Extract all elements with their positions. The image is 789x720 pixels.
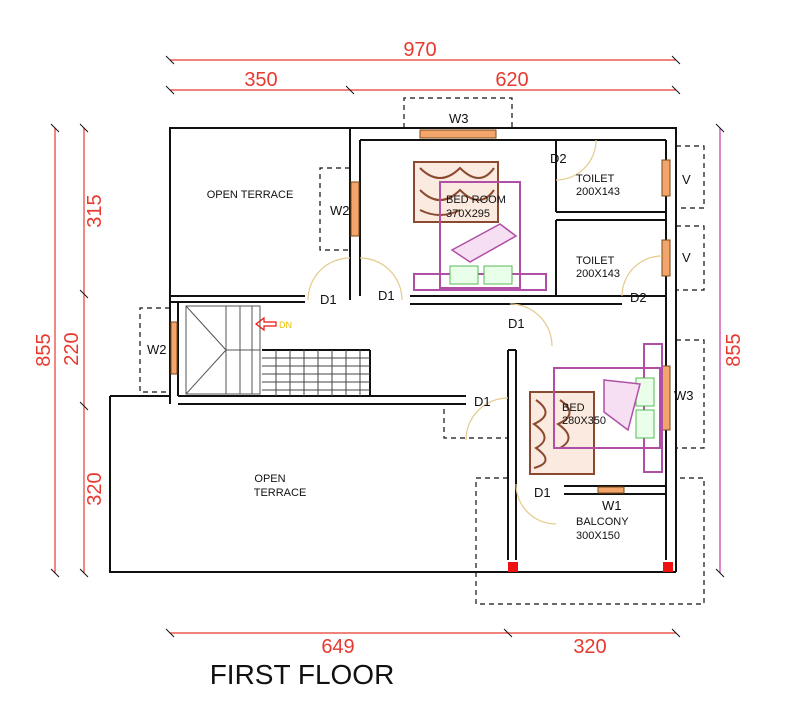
- label-d1-b: D1: [378, 288, 395, 303]
- toilet-1-size: 200X143: [576, 186, 620, 198]
- balcony-size: 300X150: [576, 530, 620, 542]
- dashed-outlines: [139, 97, 705, 605]
- bed-2-size: 280X350: [562, 415, 606, 427]
- stair-arrow: DN: [255, 316, 292, 332]
- label-v-top: V: [682, 172, 691, 187]
- dim-top-left: 350: [244, 69, 277, 91]
- label-w3-top: W3: [449, 111, 469, 126]
- dim-top-total: 970: [403, 39, 436, 61]
- bedroom-size: 370X295: [446, 208, 490, 220]
- bedroom-name: BED ROOM: [446, 194, 506, 206]
- dim-top-right: 620: [495, 69, 528, 91]
- stair-dn-label: DN: [279, 320, 292, 330]
- dim-left-mid: 220: [61, 332, 83, 365]
- open-terrace-top-label: OPEN TERRACE: [207, 189, 294, 201]
- windows: [170, 129, 671, 494]
- door-swings: [307, 139, 663, 525]
- right-dimensions: 855: [715, 123, 745, 578]
- plan-title: FIRST FLOOR: [210, 659, 395, 690]
- bed-2: [529, 343, 663, 475]
- label-w2-left: W2: [147, 342, 167, 357]
- dim-left-top: 315: [84, 194, 106, 227]
- bed-2-name: BED: [562, 402, 585, 414]
- toilet-2-size: 200X143: [576, 268, 620, 280]
- bottom-dimensions: 649 320: [165, 628, 681, 658]
- room-labels: OPEN TERRACE BED ROOM 370X295 TOILET 200…: [207, 173, 630, 542]
- top-dimensions: 970 350 620: [165, 39, 681, 95]
- label-w1: W1: [602, 498, 622, 513]
- left-dimensions: 855 315 220 320: [33, 123, 106, 578]
- toilet-1-name: TOILET: [576, 173, 615, 185]
- label-w2-upper: W2: [330, 203, 350, 218]
- opening-labels: W3 W2 W2 W3 W1 V V D2 D2 D1 D1 D1 D1 D1: [147, 111, 694, 513]
- label-v-bottom: V: [682, 250, 691, 265]
- balcony-name: BALCONY: [576, 516, 629, 528]
- walls: [109, 127, 677, 573]
- toilet-2-name: TOILET: [576, 255, 615, 267]
- label-w3-right: W3: [674, 388, 694, 403]
- label-d1-e: D1: [534, 485, 551, 500]
- dim-left-total: 855: [33, 333, 55, 366]
- label-d2-right: D2: [630, 290, 647, 305]
- open-terrace-bottom-label-1: OPEN: [254, 473, 285, 485]
- label-d2-top: D2: [550, 151, 567, 166]
- dim-bottom-left: 649: [321, 636, 354, 658]
- dim-bottom-right: 320: [573, 636, 606, 658]
- label-d1-d: D1: [474, 394, 491, 409]
- open-terrace-bottom-label-2: TERRACE: [254, 487, 307, 499]
- dim-left-bottom: 320: [84, 472, 106, 505]
- bed-1: [413, 161, 547, 291]
- label-d1-c: D1: [508, 316, 525, 331]
- label-d1-a: D1: [320, 292, 337, 307]
- dim-right-total: 855: [723, 333, 745, 366]
